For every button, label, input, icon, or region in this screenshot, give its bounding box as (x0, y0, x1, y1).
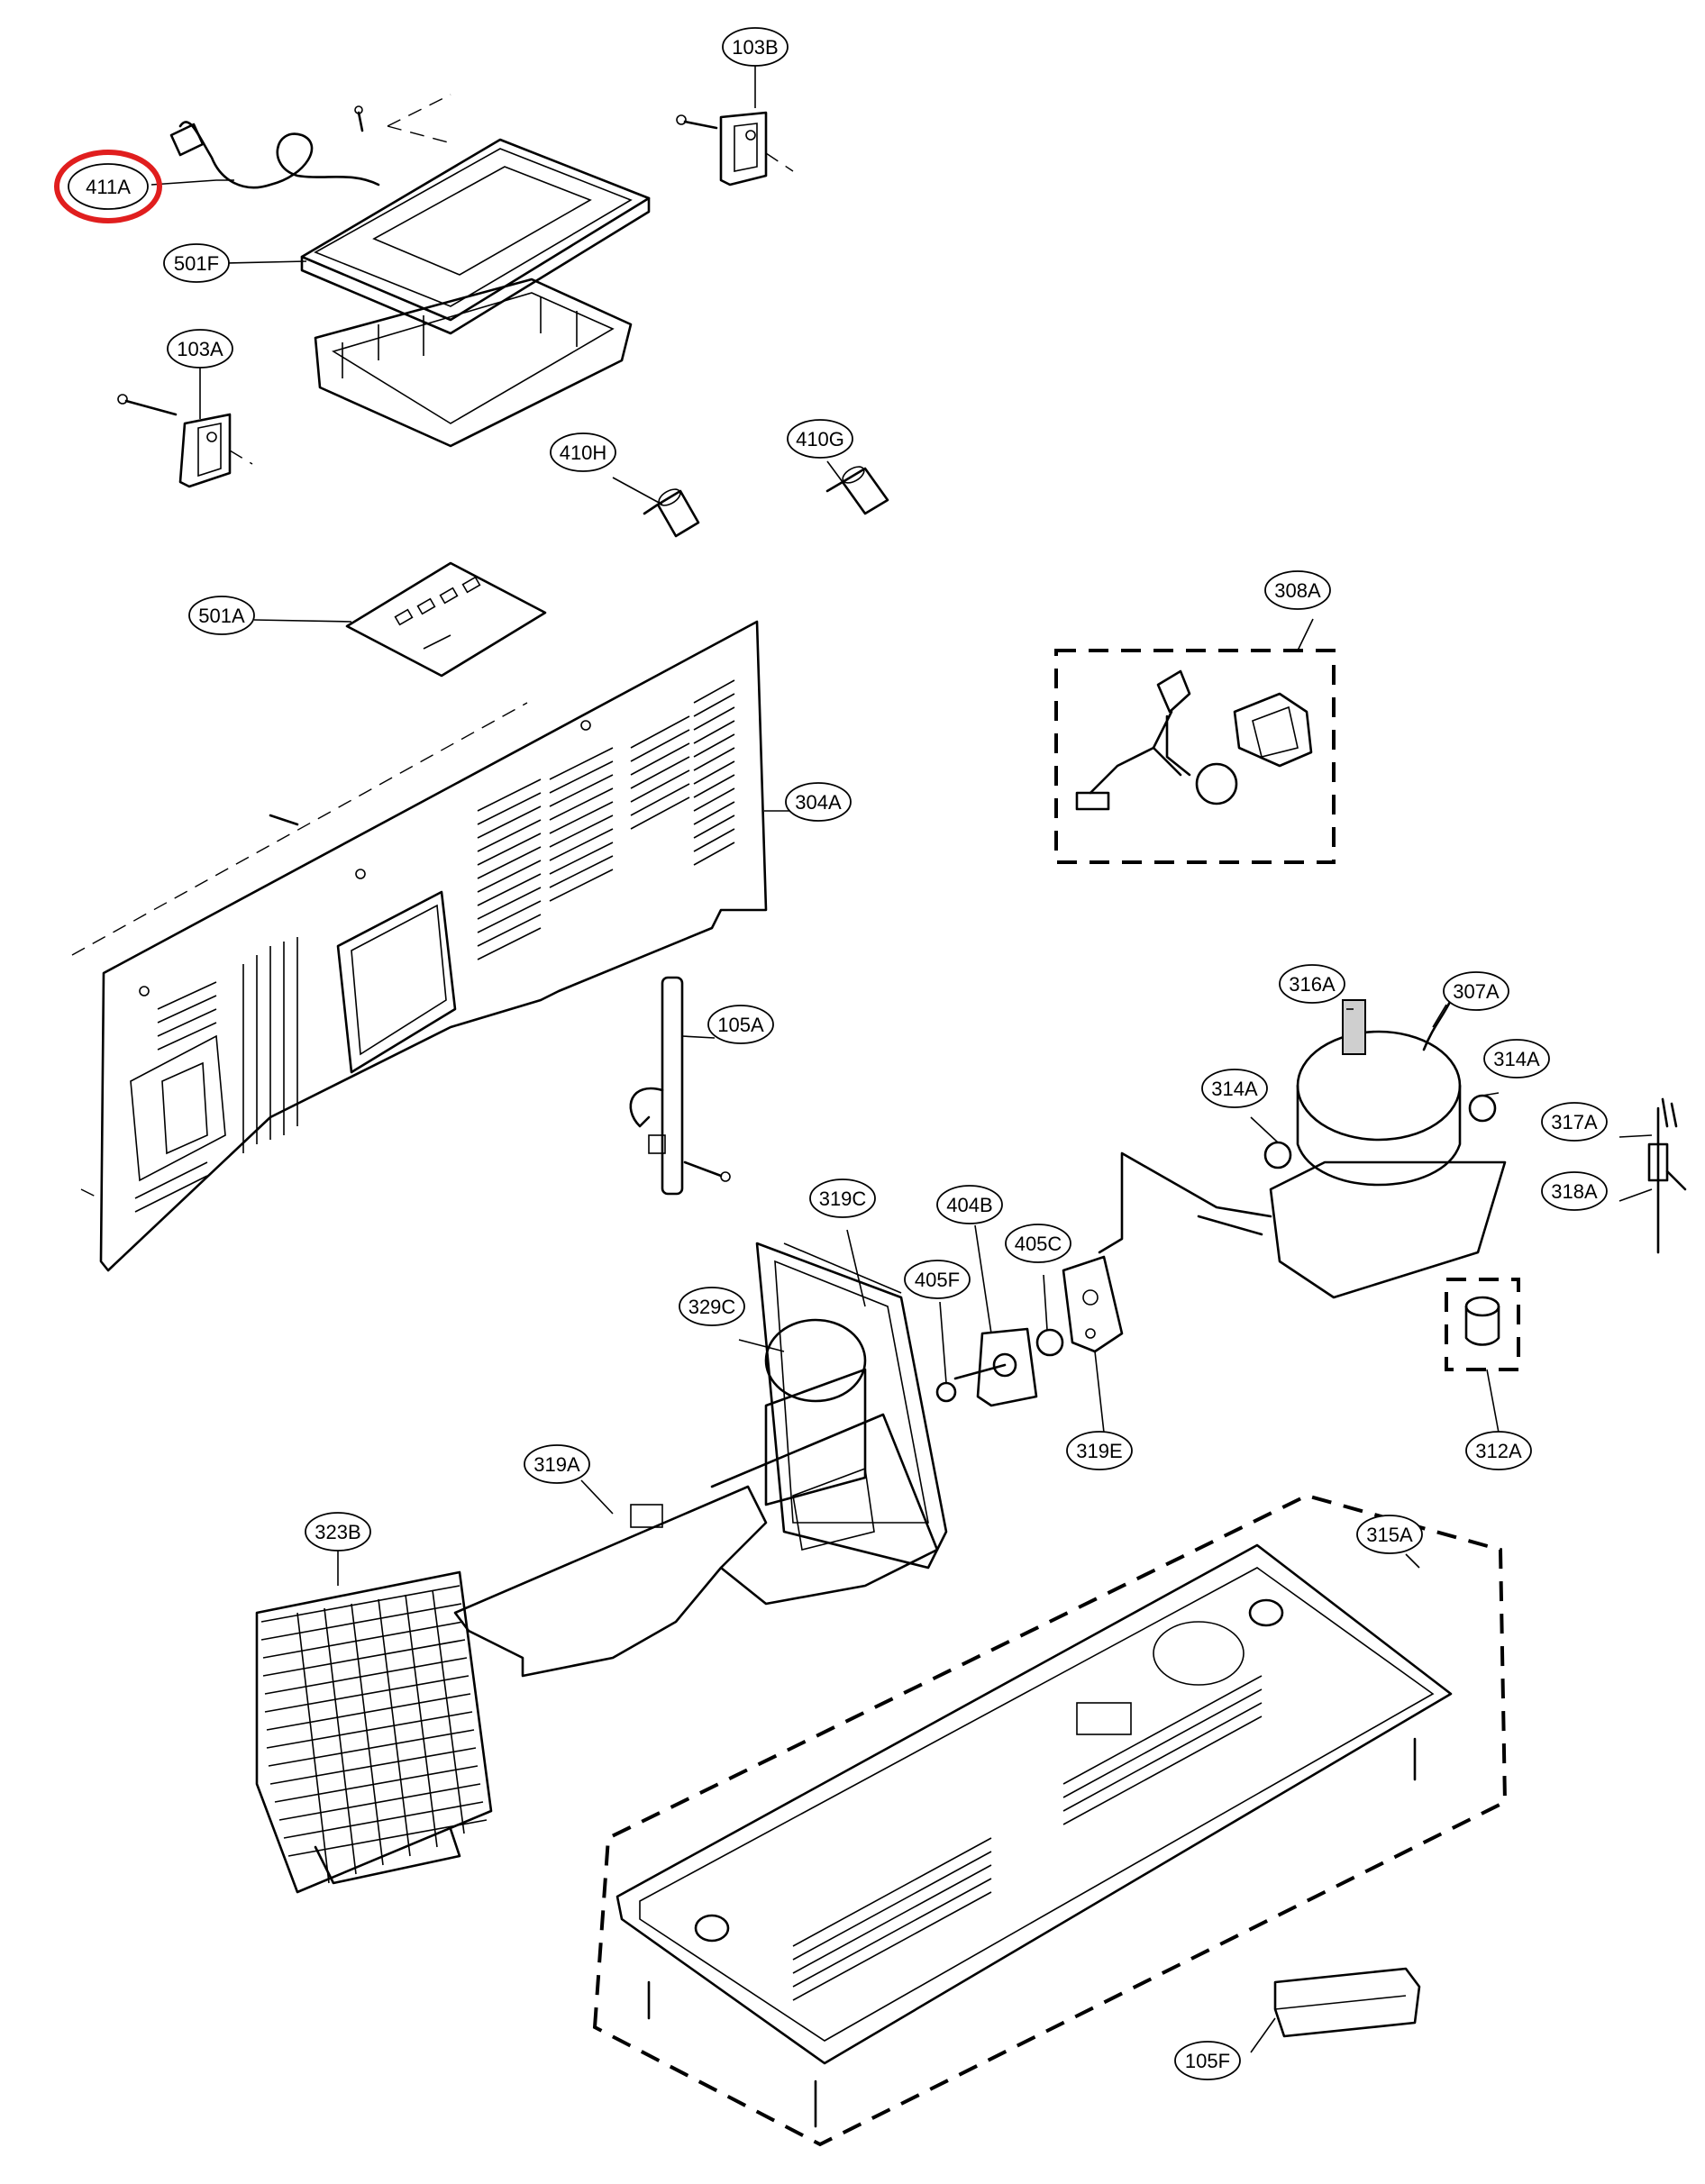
svg-text:304A: 304A (795, 791, 842, 814)
washer-405c (1035, 1328, 1064, 1357)
label-105a[interactable]: 105A (707, 1005, 774, 1044)
condenser-coil-323b (255, 1570, 493, 1894)
label-317a[interactable]: 317A (1541, 1102, 1608, 1142)
compressor-307a (1098, 998, 1507, 1299)
svg-text:405C: 405C (1015, 1233, 1062, 1255)
label-103a[interactable]: 103A (167, 329, 233, 369)
svg-text:319C: 319C (819, 1188, 867, 1210)
label-323b[interactable]: 323B (305, 1512, 371, 1552)
label-319e[interactable]: 319E (1066, 1431, 1133, 1470)
svg-text:103A: 103A (177, 338, 223, 360)
svg-text:410G: 410G (796, 428, 844, 450)
label-308a[interactable]: 308A (1264, 570, 1331, 610)
part-312a-box (1445, 1278, 1520, 1371)
capacitor-410h (643, 488, 700, 538)
svg-text:307A: 307A (1453, 980, 1500, 1003)
label-411a[interactable]: 411A (54, 150, 162, 223)
label-405c[interactable]: 405C (1005, 1224, 1071, 1263)
label-304a[interactable]: 304A (785, 782, 852, 822)
svg-text:315A: 315A (1366, 1524, 1413, 1546)
bracket-103b (676, 111, 794, 187)
svg-text:329C: 329C (688, 1296, 736, 1318)
fan-housing-319a (453, 1413, 939, 1678)
svg-text:314A: 314A (1211, 1078, 1258, 1100)
overload-relay-kit-308a (1054, 649, 1336, 864)
label-410g[interactable]: 410G (787, 419, 853, 459)
svg-text:405F: 405F (915, 1269, 960, 1291)
base-plate-315a (592, 1493, 1508, 2147)
svg-text:105A: 105A (717, 1014, 764, 1036)
label-312a[interactable]: 312A (1465, 1431, 1532, 1470)
svg-text:103B: 103B (732, 36, 778, 59)
label-103b[interactable]: 103B (722, 27, 789, 67)
label-404b[interactable]: 404B (936, 1185, 1003, 1224)
label-105f[interactable]: 105F (1174, 2041, 1241, 2080)
label-314a-left[interactable]: 314A (1201, 1069, 1268, 1108)
label-329c[interactable]: 329C (679, 1287, 745, 1326)
label-307a[interactable]: 307A (1443, 971, 1509, 1011)
label-405f[interactable]: 405F (904, 1260, 971, 1299)
leader-lines (150, 65, 1653, 2053)
fan-motor-329c (764, 1318, 867, 1506)
label-314a-right[interactable]: 314A (1483, 1039, 1550, 1078)
svg-text:318A: 318A (1551, 1180, 1598, 1203)
bracket-103a (117, 394, 253, 488)
svg-text:105F: 105F (1185, 2050, 1230, 2072)
drain-pipe-105a (629, 976, 731, 1196)
label-501f[interactable]: 501F (163, 243, 230, 283)
highlight-circle (54, 150, 162, 223)
svg-text:319A: 319A (533, 1453, 580, 1476)
bracket-319e (1062, 1255, 1124, 1353)
svg-text:312A: 312A (1475, 1440, 1522, 1462)
svg-text:316A: 316A (1289, 973, 1336, 996)
part-labels: 103B 411A 501F 103A 410H 410G 501A (54, 27, 1608, 2080)
label-316a[interactable]: 316A (1279, 964, 1345, 1004)
svg-text:317A: 317A (1551, 1111, 1598, 1133)
pcb-501a (345, 561, 547, 678)
washer-405f (935, 1381, 957, 1403)
sensor-317a-318a (1647, 1097, 1687, 1254)
back-panel-304a (71, 620, 768, 1272)
svg-text:404B: 404B (946, 1194, 992, 1216)
svg-text:501A: 501A (198, 605, 245, 627)
control-box-assembly (169, 94, 651, 448)
capacitor-410g (825, 466, 889, 515)
label-318a[interactable]: 318A (1541, 1171, 1608, 1211)
label-501a[interactable]: 501A (188, 596, 255, 635)
svg-text:411A: 411A (86, 176, 131, 198)
svg-text:314A: 314A (1493, 1048, 1540, 1070)
svg-text:308A: 308A (1274, 579, 1321, 602)
label-410h[interactable]: 410H (550, 432, 616, 472)
label-319a[interactable]: 319A (524, 1444, 590, 1484)
svg-text:319E: 319E (1076, 1440, 1122, 1462)
label-319c[interactable]: 319C (809, 1178, 876, 1218)
svg-text:323B: 323B (315, 1521, 360, 1543)
svg-text:410H: 410H (560, 441, 607, 464)
motor-mount-404b (953, 1327, 1038, 1407)
svg-text:501F: 501F (174, 252, 219, 275)
label-315a[interactable]: 315A (1356, 1515, 1423, 1554)
duct-105f (1273, 1967, 1421, 2038)
